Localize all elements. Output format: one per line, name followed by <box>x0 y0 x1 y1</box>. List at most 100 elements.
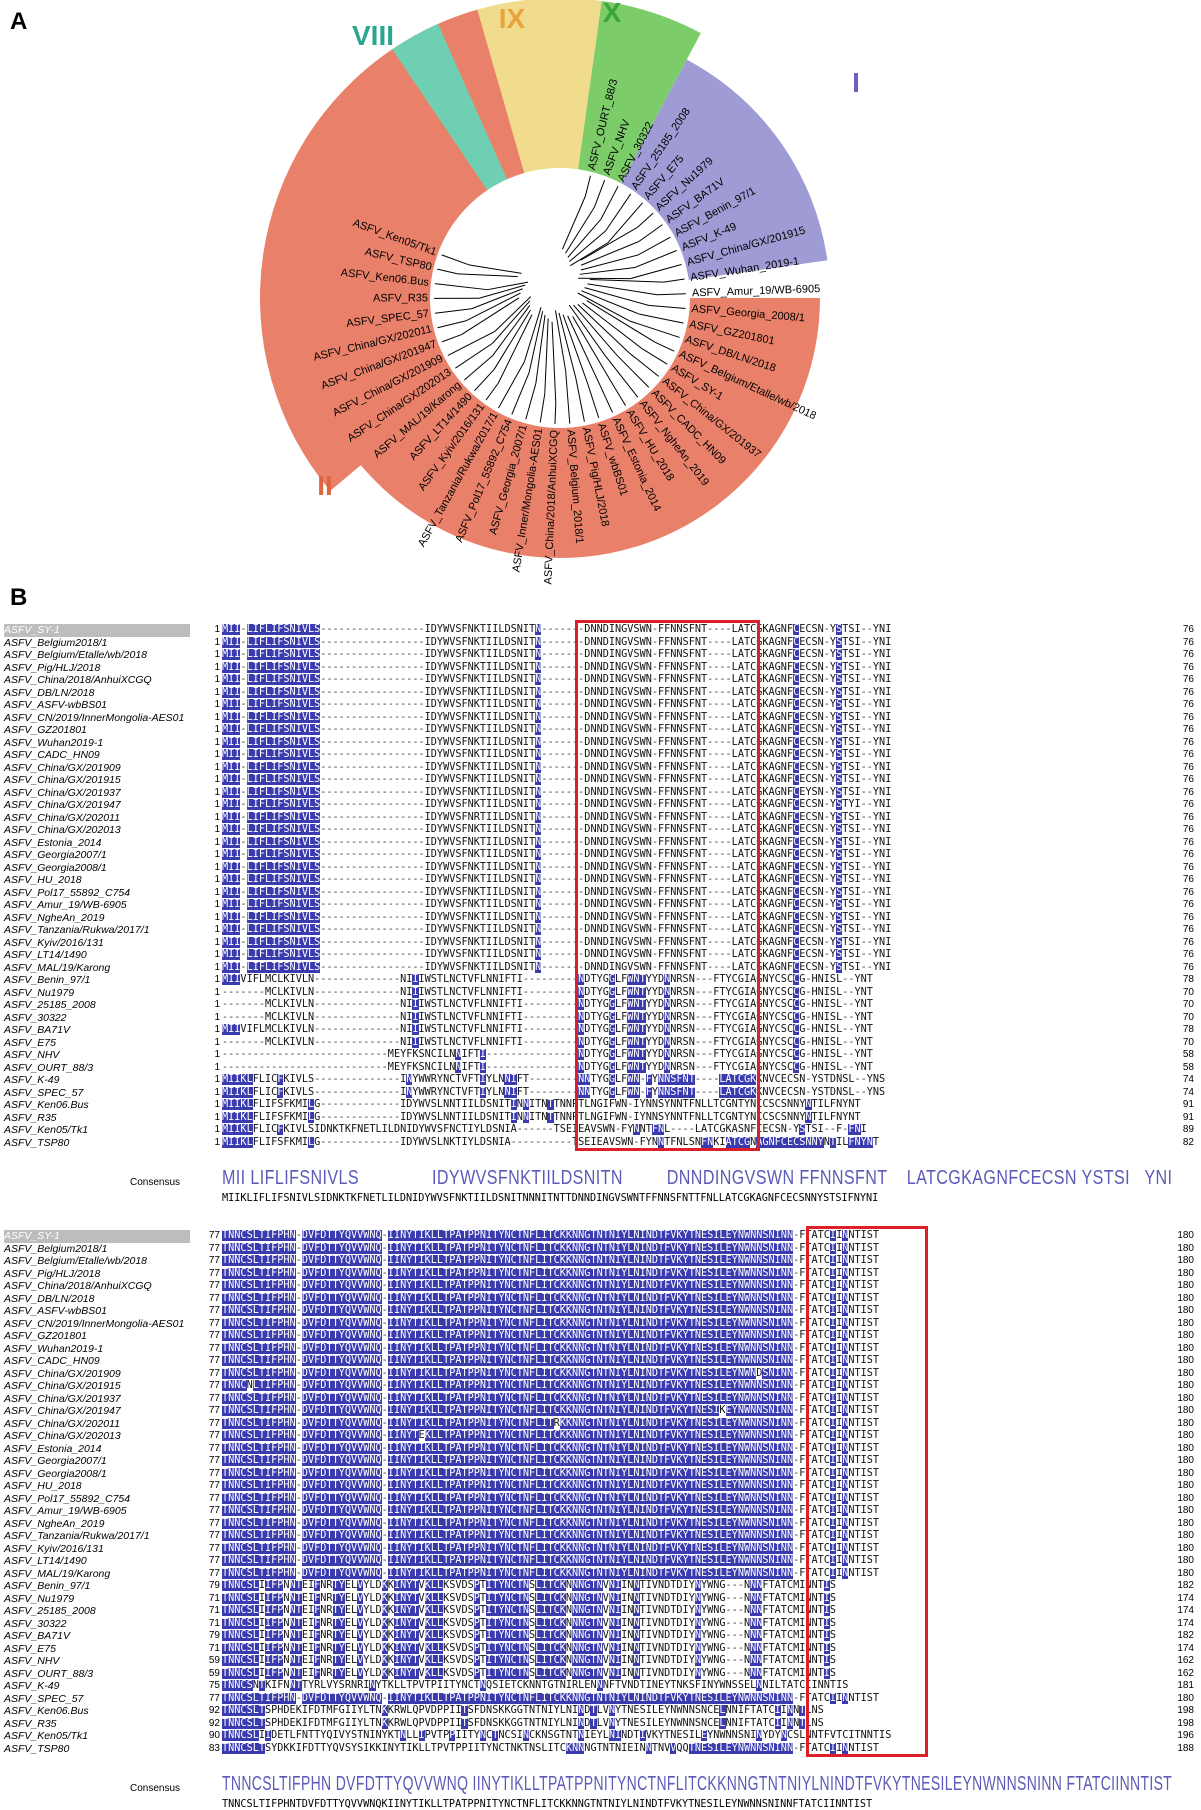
tree-leaf-label: ASFV_R35 <box>373 292 428 304</box>
alignment-row-name: ASFV_Nu1979 <box>4 1593 74 1606</box>
alignment-row-name: ASFV_China/GX/201947 <box>4 799 121 812</box>
alignment-row-start: 77 <box>198 1368 220 1381</box>
alignment-row-end: 180 <box>1172 1493 1194 1506</box>
alignment-row-name: ASFV_Nu1979 <box>4 987 74 1000</box>
alignment-row-start: 1 <box>198 812 220 825</box>
alignment-row-name: ASFV_ASFV-wbBS01 <box>4 699 107 712</box>
clade-label-ii: II <box>317 470 333 501</box>
alignment-row-end: 76 <box>1172 837 1194 850</box>
alignment-row-end: 76 <box>1172 824 1194 837</box>
alignment-row-name: ASFV_Belgium2018/1 <box>4 637 107 650</box>
alignment-row-start: 1 <box>198 637 220 650</box>
alignment-row-end: 180 <box>1172 1480 1194 1493</box>
alignment-row-sequence: TNNCSLIIFPNNTEIFNRTYELVYLDKKINYTVKLLKSVD… <box>222 1630 1172 1643</box>
alignment-row-start: 1 <box>198 962 220 975</box>
alignment-row-sequence: TNNCSLTIFPHN-DVFDTTYQVVWNQ-IINYTIKLLTPAT… <box>222 1330 1172 1343</box>
clade-label-viii: VIII <box>352 20 394 51</box>
alignment-row-name: ASFV_R35 <box>4 1112 57 1125</box>
alignment-row-start: 77 <box>198 1293 220 1306</box>
consensus-label: Consensus <box>130 1783 180 1794</box>
alignment-row-start: 71 <box>198 1618 220 1631</box>
alignment-row-end: 180 <box>1172 1468 1194 1481</box>
alignment-row-end: 76 <box>1172 762 1194 775</box>
alignment-row-sequence: TNNCSLIIDETLFNTTYQIVYSTNINYKTNLLIPVTPPII… <box>222 1730 1172 1743</box>
alignment-row-sequence: TNNCSLTIFPHN-DVFDTTYQVVWNQ-IINYTIKLLTPAT… <box>222 1455 1172 1468</box>
clade-label-i: I <box>852 67 860 98</box>
alignment-row-end: 76 <box>1172 937 1194 950</box>
alignment-row-start: 77 <box>198 1255 220 1268</box>
alignment-row-end: 76 <box>1172 724 1194 737</box>
alignment-row-end: 76 <box>1172 962 1194 975</box>
alignment-row-name: ASFV_Pol17_55892_C754 <box>4 887 130 900</box>
alignment-row-end: 180 <box>1172 1505 1194 1518</box>
alignment-row-start: 1 <box>198 1049 220 1062</box>
alignment-row-sequence: TNNCSLIIFPNNTEIFNRTYELVYLDKKINYTVKLLKSVD… <box>222 1618 1172 1631</box>
alignment-row-name: ASFV_Georgia2007/1 <box>4 849 107 862</box>
alignment-row-name: ASFV_Pig/HLJ/2018 <box>4 662 100 675</box>
alignment-row-end: 76 <box>1172 699 1194 712</box>
alignment-row-sequence: TNNCSLTIFPHN-DVFDTTYQVVWNQ-IINYTIKLLTPAT… <box>222 1468 1172 1481</box>
alignment-row-end: 76 <box>1172 849 1194 862</box>
alignment-row-start: 1 <box>198 1024 220 1037</box>
alignment-row-start: 77 <box>198 1530 220 1543</box>
alignment-row-end: 82 <box>1172 1137 1194 1150</box>
alignment-row-end: 180 <box>1172 1330 1194 1343</box>
alignment-row-sequence: TNNCSLTIFPHN-DVFDTTYQVVWNQ-IINYTEKLLTPAT… <box>222 1430 1172 1443</box>
alignment-row-end: 76 <box>1172 787 1194 800</box>
alignment-row-start: 1 <box>198 624 220 637</box>
alignment-row-name: ASFV_China/GX/201915 <box>4 1380 121 1393</box>
alignment-row-start: 77 <box>198 1493 220 1506</box>
alignment-row-end: 162 <box>1172 1655 1194 1668</box>
alignment-row-end: 76 <box>1172 862 1194 875</box>
alignment-row-name: ASFV_Benin_97/1 <box>4 974 90 987</box>
alignment-row-start: 77 <box>198 1243 220 1256</box>
alignment-row-end: 180 <box>1172 1268 1194 1281</box>
alignment-row-start: 1 <box>198 937 220 950</box>
alignment-row-end: 89 <box>1172 1124 1194 1137</box>
alignment-row-name: ASFV_K-49 <box>4 1074 59 1087</box>
alignment-row-start: 1 <box>198 924 220 937</box>
alignment-row-end: 74 <box>1172 1087 1194 1100</box>
alignment-row-name: ASFV_MAL/19/Karong <box>4 962 110 975</box>
alignment-row-end: 91 <box>1172 1099 1194 1112</box>
alignment-row-start: 77 <box>198 1480 220 1493</box>
alignment-row-sequence: TNNCSLTIFPHN-DVFDTTYQVVWNQ-IINYTIKLLTPAT… <box>222 1255 1172 1268</box>
alignment-row-start: 1 <box>198 674 220 687</box>
alignment-row-sequence: TNNCSLIIFPNNTEIFNRTYELVYLDKKINYTVKLLKSVD… <box>222 1605 1172 1618</box>
alignment-row-end: 78 <box>1172 974 1194 987</box>
alignment-row-start: 83 <box>198 1743 220 1756</box>
alignment-row-start: 1 <box>198 887 220 900</box>
alignment-row-start: 71 <box>198 1643 220 1656</box>
alignment-row-name: ASFV_NHV <box>4 1655 59 1668</box>
alignment-row-end: 180 <box>1172 1443 1194 1456</box>
alignment-row-name: ASFV_CN/2019/InnerMongolia-AES01 <box>4 712 184 725</box>
alignment-row-name: ASFV_ASFV-wbBS01 <box>4 1305 107 1318</box>
alignment-row-end: 180 <box>1172 1318 1194 1331</box>
alignment-row-sequence: TNNCSLTIFPHN-DVFDTTYQVVWNQ-IINYTIKLLTPAT… <box>222 1505 1172 1518</box>
alignment-row-start: 1 <box>198 874 220 887</box>
alignment-row-name: ASFV_Tanzania/Rukwa/2017/1 <box>4 924 150 937</box>
alignment-row-end: 76 <box>1172 687 1194 700</box>
alignment-row-end: 180 <box>1172 1455 1194 1468</box>
alignment-row-name: ASFV_Estonia_2014 <box>4 1443 101 1456</box>
alignment-row-name: ASFV_OURT_88/3 <box>4 1062 93 1075</box>
alignment-row-sequence: TNNCSLTIFPHN-DVFDTTYQVVWNQ-IINYTIKLLTPAT… <box>222 1568 1172 1581</box>
alignment-row-sequence: TNNCSLTSPHDEKIFDTMFGIIYLTNKKRWLQPVDPPIIT… <box>222 1705 1172 1718</box>
alignment-row-end: 76 <box>1172 799 1194 812</box>
alignment-row-end: 174 <box>1172 1605 1194 1618</box>
alignment-row-end: 180 <box>1172 1393 1194 1406</box>
alignment-row-start: 77 <box>198 1543 220 1556</box>
alignment-row-start: 1 <box>198 724 220 737</box>
alignment-row-name: ASFV_25185_2008 <box>4 999 96 1012</box>
alignment-row-start: 77 <box>198 1518 220 1531</box>
consensus-logo: TNNCSLTIFPHN DVFDTTYQVVWNQ IINYTIKLLTPAT… <box>222 1773 1172 1796</box>
alignment-row-start: 1 <box>198 1062 220 1075</box>
alignment-row-start: 79 <box>198 1580 220 1593</box>
alignment-row-name: ASFV_Georgia2008/1 <box>4 862 107 875</box>
alignment-row-name: ASFV_30322 <box>4 1618 66 1631</box>
alignment-row-sequence: TNNCSLIIFPNNTEIFNRTYELVYLDKKINYTVKLLKSVD… <box>222 1580 1172 1593</box>
alignment-row-end: 76 <box>1172 887 1194 900</box>
alignment-row-start: 77 <box>198 1380 220 1393</box>
alignment-row-sequence: TNNCSLTIFPHN-DVFDTTYQVVWNQ-IINYTIKLLTPAT… <box>222 1230 1172 1243</box>
alignment-row-start: 77 <box>198 1268 220 1281</box>
